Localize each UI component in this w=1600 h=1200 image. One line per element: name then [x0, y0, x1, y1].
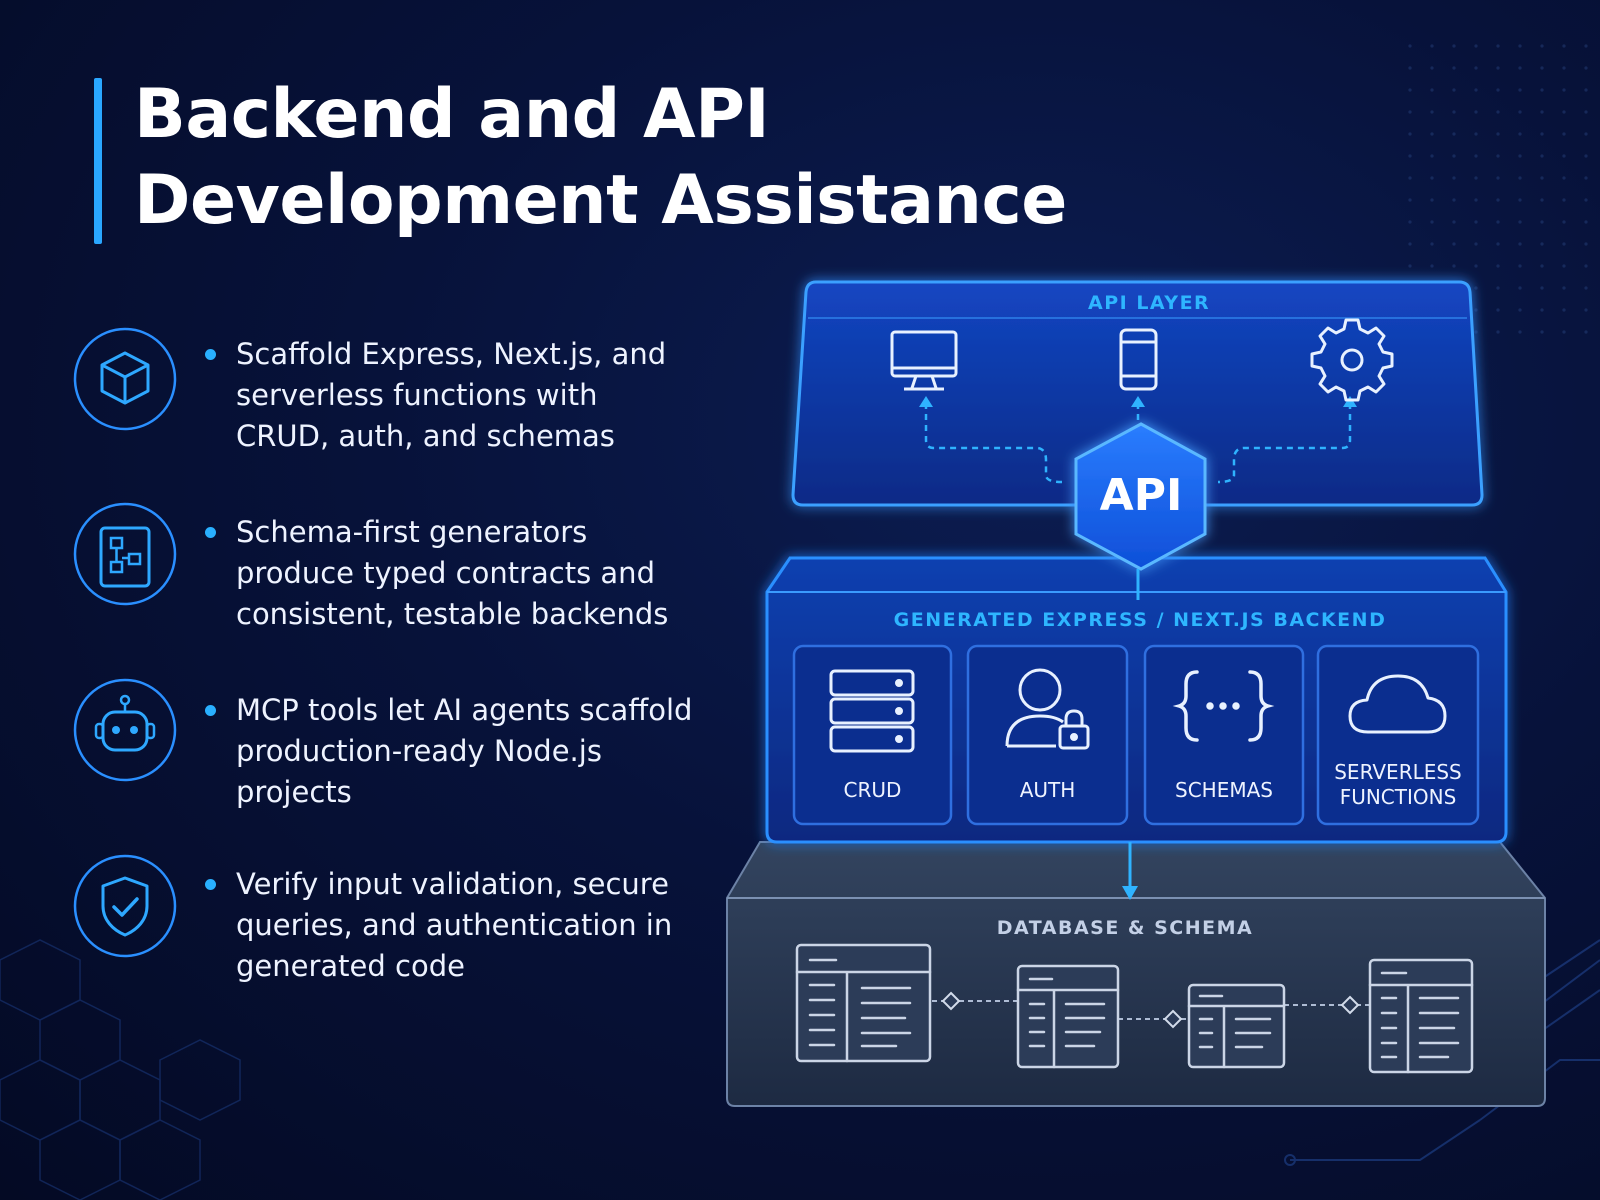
- feature-text-3: MCP tools let AI agents scaffold product…: [236, 693, 693, 809]
- schema-relations: [932, 1000, 1370, 1020]
- cloud-icon: [1348, 674, 1447, 734]
- server-stack-icon: [829, 669, 915, 753]
- database-layer-label: DATABASE & SCHEMA: [996, 917, 1254, 939]
- api-hub-label: API: [1099, 470, 1183, 521]
- title-line-1: Backend and API: [134, 75, 770, 154]
- api-layer-label: API LAYER: [1088, 292, 1211, 314]
- database-layer: [726, 841, 1546, 1107]
- card-label-auth: AUTH: [1019, 778, 1076, 802]
- backend-layer-label: GENERATED EXPRESS / NEXT.JS BACKEND: [893, 609, 1387, 631]
- table-icon: [1368, 958, 1474, 1074]
- api-hub-hexagon: [1074, 422, 1207, 571]
- title-accent-bar: [94, 78, 102, 244]
- gear-icon: [1310, 318, 1394, 402]
- bullet-dot: [205, 349, 216, 360]
- schema-diagram-icon: [73, 502, 177, 606]
- table-icon: [1187, 983, 1286, 1069]
- shield-check-icon: [73, 854, 177, 958]
- bullet-dot: [205, 879, 216, 890]
- card-label-schemas: SCHEMAS: [1175, 778, 1273, 802]
- hex-pattern: [0, 939, 241, 1200]
- feature-text-1: Scaffold Express, Next.js, and serverles…: [236, 337, 667, 453]
- title-line-2: Development Assistance: [134, 161, 1067, 240]
- monitor-icon: [890, 330, 958, 391]
- page-title: Backend and API Development Assistance: [134, 72, 1067, 244]
- bullet-dot: [205, 705, 216, 716]
- cube-icon: [73, 327, 177, 431]
- database-tables: [795, 943, 1474, 1074]
- feature-text-2: Schema-first generators produce typed co…: [236, 515, 669, 631]
- smartphone-icon: [1119, 328, 1158, 391]
- bullet-dot: [205, 527, 216, 538]
- table-icon: [795, 943, 932, 1063]
- card-serverless: [1316, 644, 1480, 826]
- table-icon: [1016, 964, 1120, 1069]
- feature-text-4: Verify input validation, secure queries,…: [236, 867, 673, 983]
- relation-diamonds: [941, 991, 1360, 1029]
- robot-icon: [73, 678, 177, 782]
- card-label-crud: CRUD: [843, 778, 902, 802]
- card-label-serverless: SERVERLESS FUNCTIONS: [1334, 760, 1462, 809]
- layer-connectors: [1122, 569, 1140, 900]
- card-auth: [966, 644, 1129, 826]
- user-lock-icon: [1005, 668, 1090, 750]
- curly-braces-icon: [1172, 670, 1275, 742]
